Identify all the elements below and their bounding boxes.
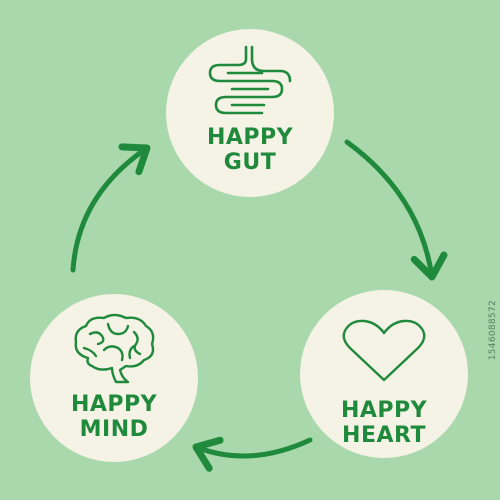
arrow-gut-to-heart [344, 139, 448, 281]
happy-mind-label-line1: HAPPY [70, 392, 158, 417]
happy-heart-label: HAPPY HEART [341, 398, 427, 448]
heart-icon [342, 319, 426, 382]
happy-gut-label: HAPPY GUT [207, 125, 293, 175]
happy-gut-node: HAPPY GUT [166, 29, 334, 197]
arrow-heart-to-mind [192, 436, 313, 472]
happy-heart-label-line2: HEART [342, 423, 426, 448]
happy-heart-label-line1: HAPPY [340, 398, 428, 423]
happy-heart-node: HAPPY HEART [300, 290, 468, 458]
happy-gut-label-line2: GUT [223, 150, 277, 175]
stock-id-watermark: 1546088572 [488, 300, 498, 361]
happy-mind-label: HAPPY MIND [71, 392, 157, 442]
happy-mind-label-line2: MIND [79, 417, 149, 442]
arrow-mind-to-gut [70, 143, 151, 273]
happy-mind-node: HAPPY MIND [30, 294, 198, 462]
brain-icon [74, 313, 155, 384]
happy-gut-label-line1: HAPPY [206, 125, 294, 150]
intestines-icon [208, 45, 292, 115]
